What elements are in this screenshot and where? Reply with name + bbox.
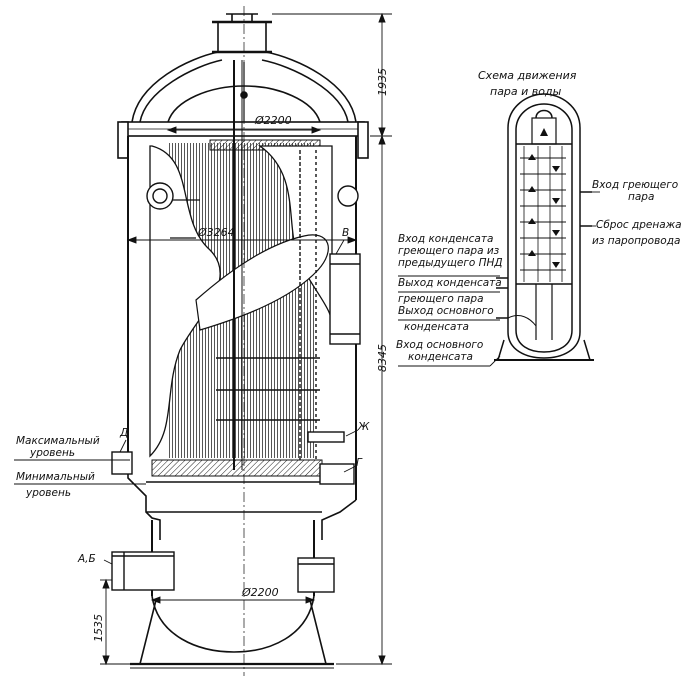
dim-diam-lower: Ø2200	[242, 586, 279, 599]
scheme-flow-arrows	[528, 128, 560, 268]
dim-diam-shell: Ø3264	[198, 226, 235, 239]
label-ab: А,Б	[78, 553, 96, 565]
label-zh: Ж	[358, 421, 370, 433]
dimension-lines	[14, 12, 392, 666]
main-in-line1: Вход основного	[396, 339, 484, 351]
nozzle-d	[111, 451, 133, 475]
cond-out-line1: Выход конденсата	[398, 277, 502, 289]
steam-in-line2: пара	[628, 191, 655, 203]
main-out-line2: конденсата	[404, 321, 469, 333]
nozzle-zh	[307, 431, 345, 443]
steam-in-line1: Вход греющего	[592, 179, 679, 191]
label-v: В	[342, 227, 350, 239]
cond-out-line2: греющего пара	[398, 293, 484, 305]
nozzle-g	[319, 463, 355, 485]
level-min-line2: уровень	[26, 487, 72, 499]
scheme-leaders	[398, 191, 600, 367]
nozzle-v	[329, 253, 361, 345]
top-cap	[131, 51, 357, 123]
nozzles	[111, 182, 361, 593]
scheme-shell	[507, 93, 581, 298]
label-d: Д	[120, 427, 129, 439]
main-vessel	[117, 13, 369, 669]
dim-bottom-height: 1535	[92, 614, 105, 642]
level-min-line1: Минимальный	[16, 471, 95, 483]
nozzle-ab	[111, 551, 175, 591]
main-out-line1: Выход основного	[398, 305, 494, 317]
lower-dome	[151, 595, 315, 653]
scheme-title-line1: Схема движения	[478, 69, 577, 82]
label-g: Г	[356, 457, 362, 469]
cond-in-line2: греющего пара из	[398, 245, 500, 257]
dim-top-height: 1935	[376, 68, 389, 96]
main-in-line2: конденсата	[408, 351, 473, 363]
flow-scheme	[494, 93, 594, 361]
scheme-title-line2: пара и воды	[490, 85, 562, 98]
drain-line1: Сброс дренажа	[596, 219, 682, 231]
dim-total-height: 8345	[376, 344, 389, 372]
nozzle-right-lower	[297, 557, 335, 593]
tube-bundle	[149, 60, 334, 477]
top-manhole	[217, 21, 267, 53]
dim-diam-upper: Ø2200	[255, 114, 292, 127]
support-skirt	[138, 599, 328, 665]
level-max-line2: уровень	[30, 447, 76, 459]
cond-in-line1: Вход конденсата	[398, 233, 494, 245]
level-max-line1: Максимальный	[16, 435, 100, 447]
drain-line2: из паропровода	[592, 235, 681, 247]
cond-in-line3: предыдущего ПНД	[398, 257, 503, 269]
